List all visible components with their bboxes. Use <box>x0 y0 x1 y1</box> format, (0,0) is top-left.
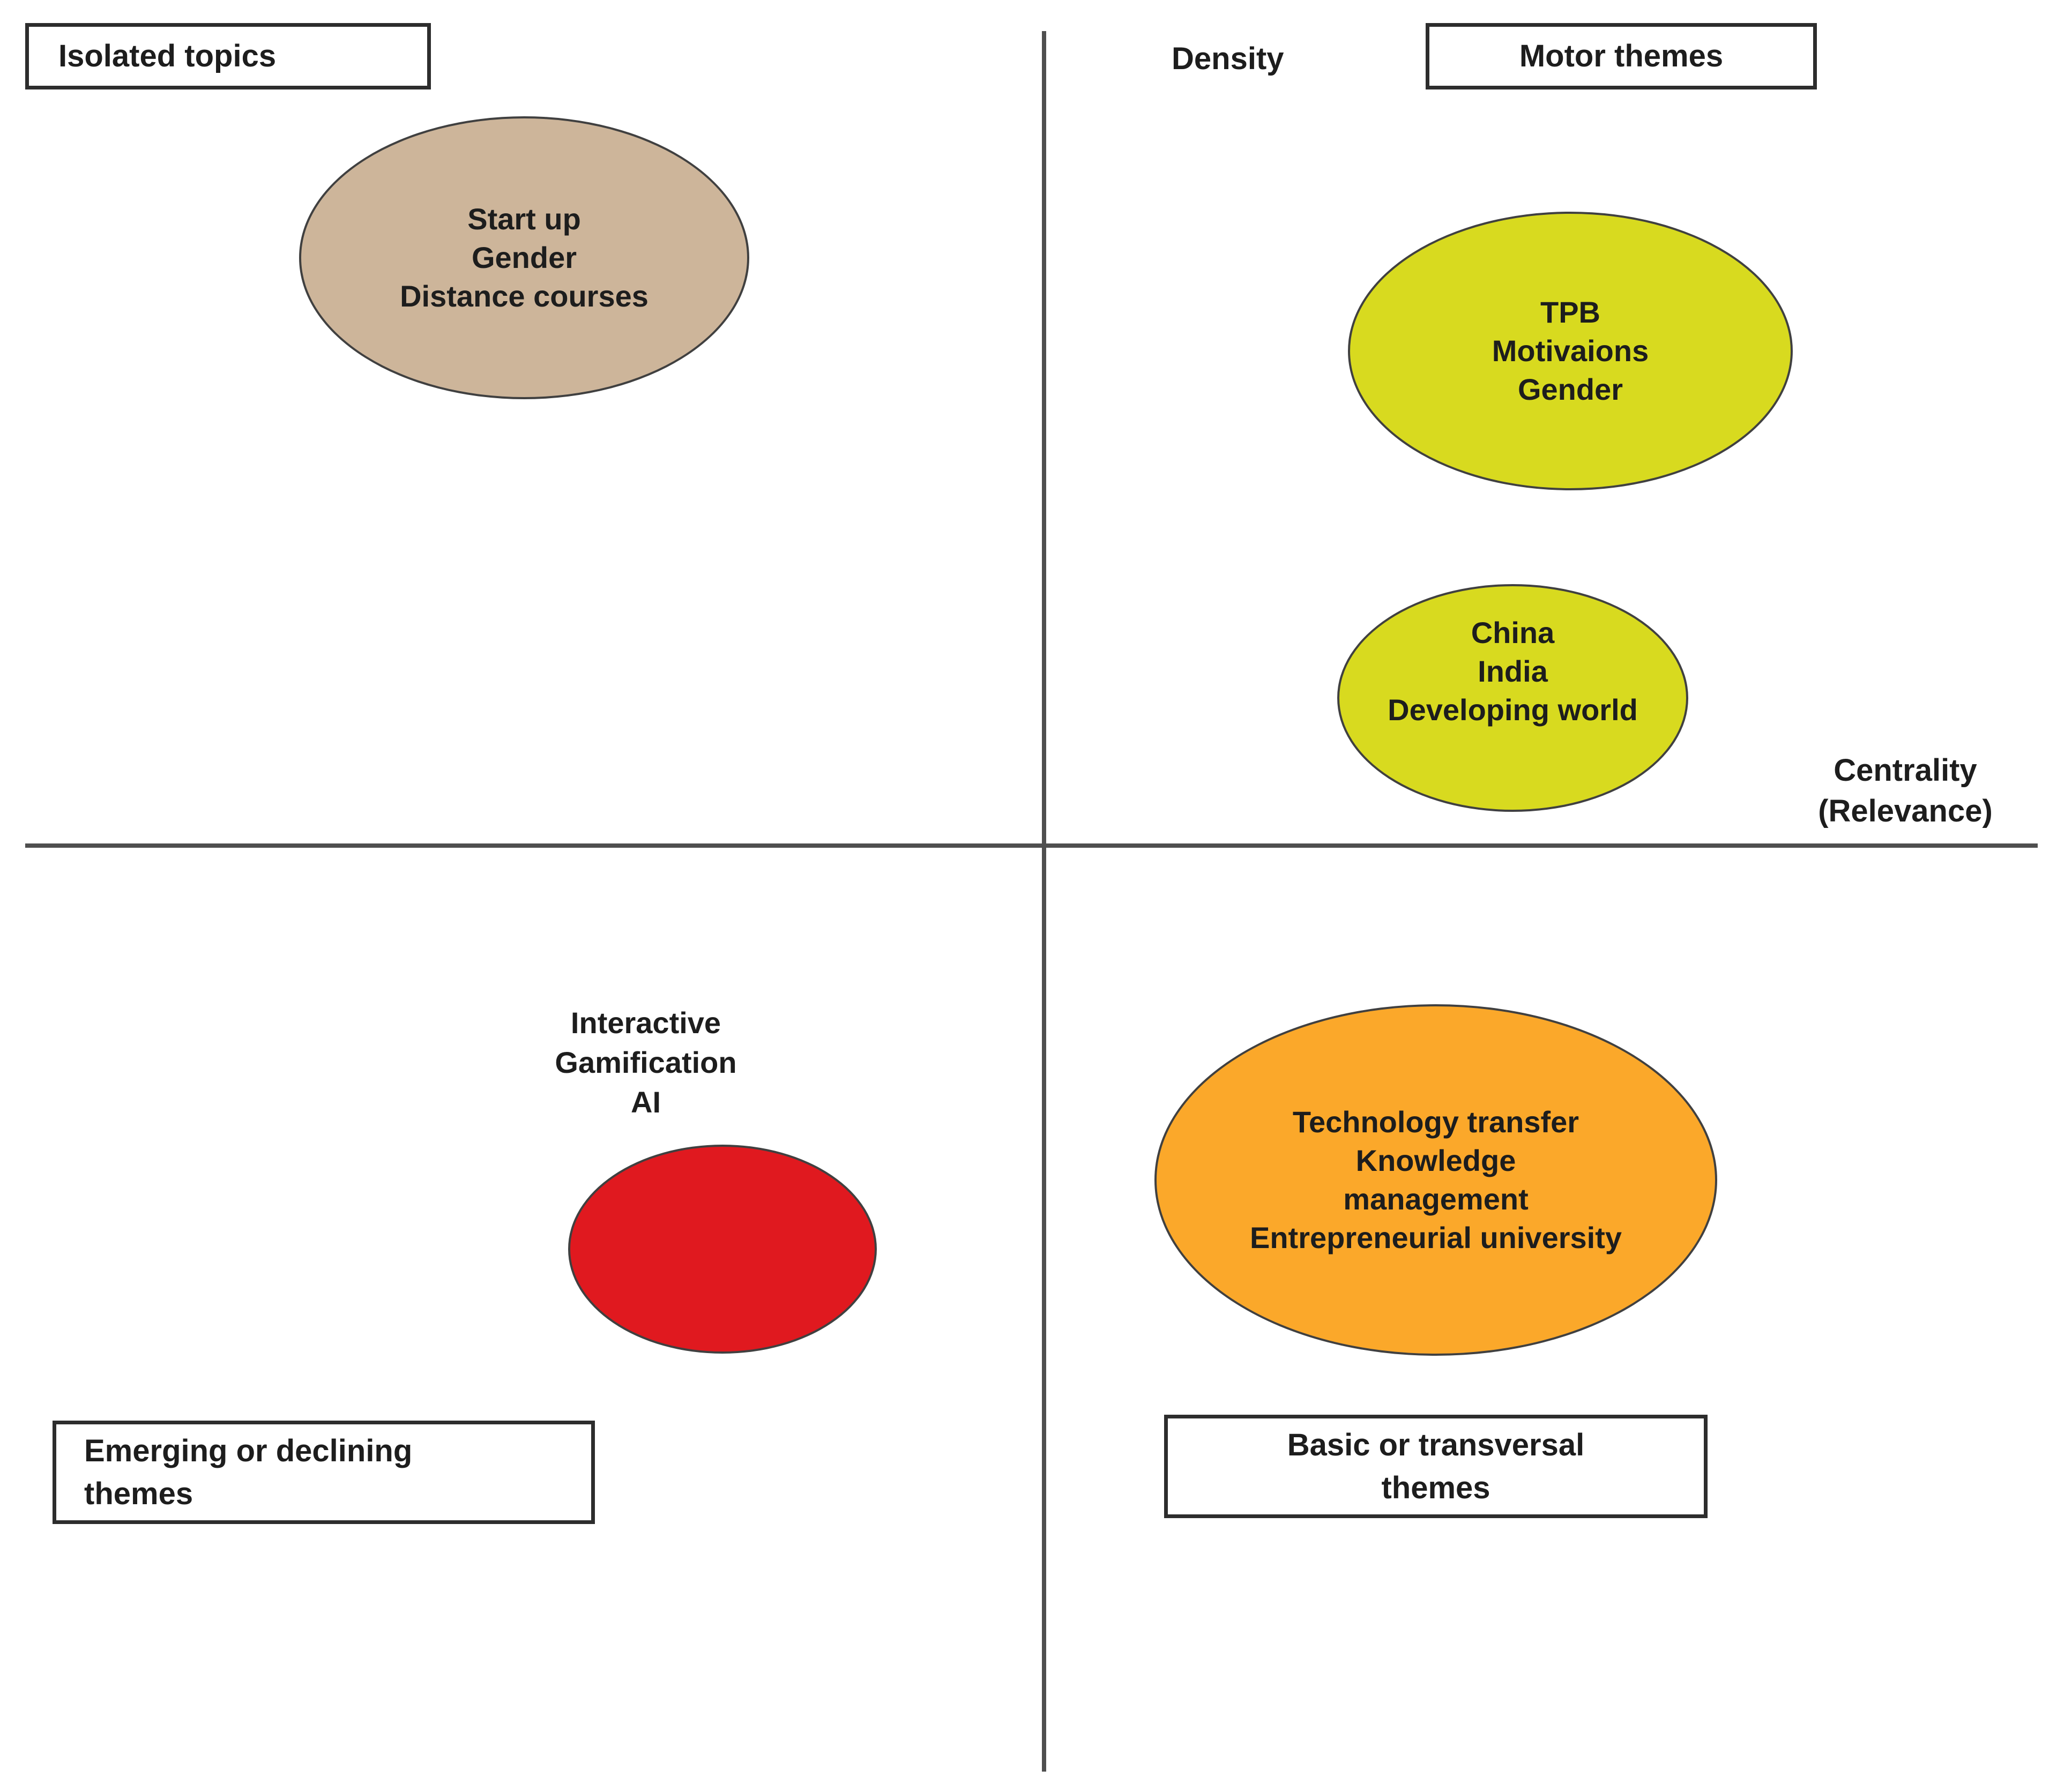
quadrant-box-emerging-declining-line2: themes <box>84 1476 193 1511</box>
density-axis-line <box>1042 31 1046 1772</box>
bubble-interactive-gamification-ai <box>568 1145 877 1354</box>
quadrant-box-isolated-topics-label: Isolated topics <box>58 39 277 73</box>
bubble-china-line1: China <box>1471 615 1555 649</box>
bubble-tpb-line3: Gender <box>1517 372 1623 406</box>
centrality-axis-label: Centrality (Relevance) <box>1763 750 2047 832</box>
bubble-orange-line1: Technology transfer <box>1292 1105 1579 1139</box>
bubble-orange-line4: Entrepreneurial university <box>1249 1221 1622 1254</box>
centrality-axis-label-line2: (Relevance) <box>1818 794 1993 828</box>
bubble-startup-line1: Start up <box>467 202 581 236</box>
bubble-china-india-developing-world: China India Developing world <box>1337 584 1688 812</box>
red-bubble-label-line3: AI <box>631 1085 661 1119</box>
density-axis-label: Density <box>1172 41 1284 76</box>
bubble-startup-line3: Distance courses <box>400 279 649 313</box>
bubble-startup-gender-distance-courses: Start up Gender Distance courses <box>299 116 749 399</box>
centrality-axis-label-line1: Centrality <box>1834 753 1977 788</box>
red-bubble-label-line2: Gamification <box>555 1045 737 1079</box>
bubble-orange-line3: management <box>1343 1182 1529 1216</box>
quadrant-box-emerging-declining-themes: Emerging or declining themes <box>53 1421 595 1524</box>
bubble-interactive-gamification-ai-label: Interactive Gamification AI <box>504 1003 788 1122</box>
bubble-startup-line2: Gender <box>471 241 577 274</box>
bubble-tpb-motivations-gender: TPB Motivaions Gender <box>1348 212 1793 490</box>
red-bubble-label-line1: Interactive <box>570 1006 721 1040</box>
quadrant-box-motor-themes-label: Motor themes <box>1519 39 1724 73</box>
bubble-technology-transfer-knowledge-management: Technology transfer Knowledge management… <box>1154 1004 1717 1356</box>
bubble-tpb-line2: Motivaions <box>1492 334 1649 368</box>
quadrant-box-basic-transversal-line2: themes <box>1381 1470 1490 1505</box>
quadrant-box-basic-transversal-themes: Basic or transversal themes <box>1164 1415 1708 1518</box>
centrality-axis-line <box>25 843 2038 848</box>
quadrant-box-emerging-declining-line1: Emerging or declining <box>84 1433 413 1468</box>
bubble-orange-line2: Knowledge <box>1355 1144 1516 1177</box>
bubble-china-line3: Developing world <box>1388 692 1638 727</box>
quadrant-box-motor-themes: Motor themes <box>1426 23 1817 89</box>
quadrant-box-basic-transversal-line1: Basic or transversal <box>1287 1427 1585 1462</box>
bubble-china-line2: India <box>1478 654 1548 688</box>
quadrant-box-isolated-topics: Isolated topics <box>25 23 431 89</box>
bubble-tpb-line1: TPB <box>1540 295 1600 329</box>
